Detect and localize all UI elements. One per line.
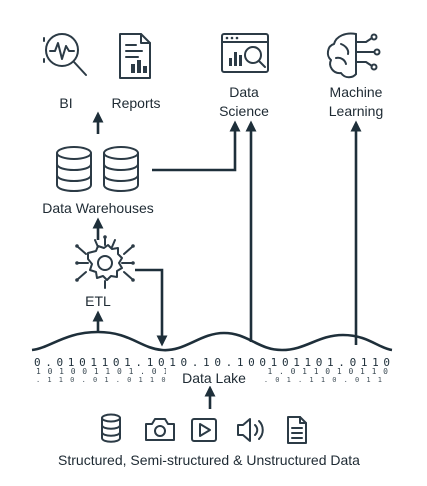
bi-analytics-icon bbox=[43, 33, 87, 76]
data-warehouse-database-icon-right bbox=[103, 146, 139, 192]
connector-etl-to-data-lake bbox=[135, 268, 168, 347]
data-lake-label-backdrop bbox=[166, 368, 264, 386]
database-source-icon bbox=[101, 413, 121, 443]
data-science-label-line-1: Data bbox=[229, 84, 259, 100]
video-play-source-icon bbox=[191, 418, 217, 442]
machine-learning-label-line-1: Machine bbox=[329, 84, 383, 100]
data-sources-label: Structured, Semi-structured & Unstructur… bbox=[58, 452, 360, 468]
machine-learning-brain-icon bbox=[326, 32, 381, 79]
reports-label: Reports bbox=[111, 95, 161, 111]
data-warehouses-label: Data Warehouses bbox=[42, 200, 154, 216]
data-lake-wave bbox=[31, 330, 393, 352]
audio-speaker-source-icon bbox=[237, 418, 264, 442]
data-science-icon bbox=[221, 33, 269, 73]
etl-label: ETL bbox=[85, 293, 111, 309]
etl-chip-icon bbox=[75, 235, 135, 289]
document-source-icon bbox=[287, 416, 307, 444]
data-warehouse-database-icon-left bbox=[56, 146, 92, 192]
data-lake-label: Data Lake bbox=[182, 370, 246, 386]
bi-label: BI bbox=[59, 95, 73, 111]
camera-source-icon bbox=[145, 418, 175, 441]
machine-learning-label-line-2: Learning bbox=[328, 103, 384, 119]
connector-warehouses-to-data-science bbox=[152, 120, 241, 172]
data-science-label-line-2: Science bbox=[219, 103, 269, 119]
data-lake-bits-row-1: 0 . 0 1 0 1 1 0 1 . 1 0 1 0 . 1 0 . 1 0 … bbox=[34, 356, 390, 369]
reports-icon bbox=[119, 33, 151, 79]
